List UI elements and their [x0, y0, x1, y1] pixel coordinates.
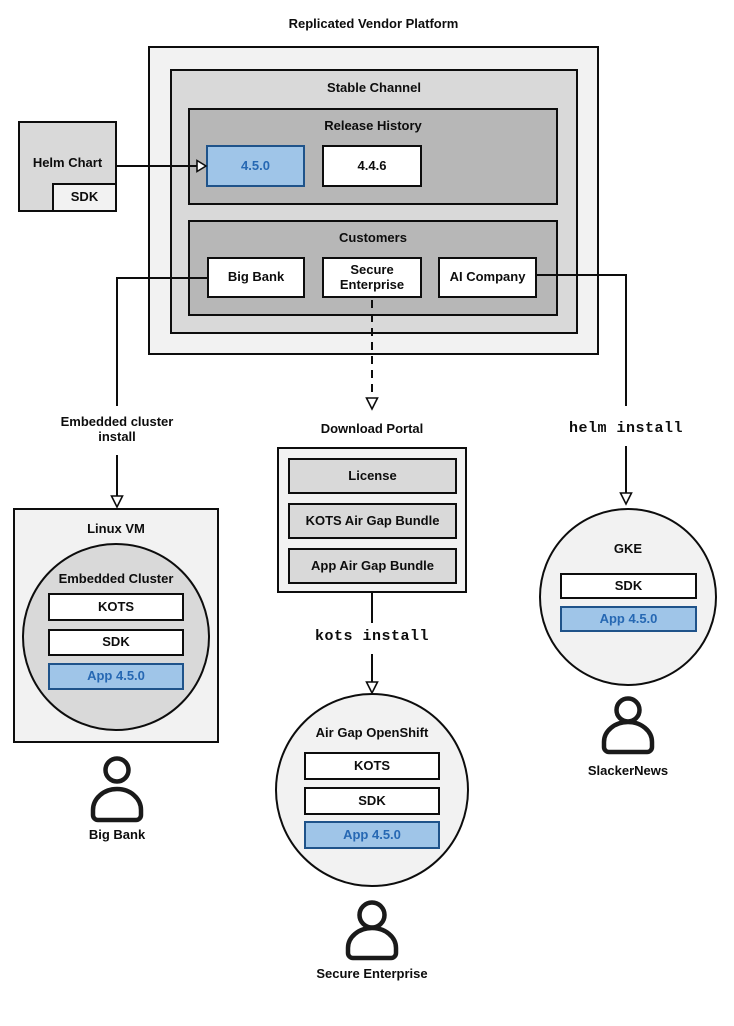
gke-title: GKE — [613, 541, 643, 556]
gke-circle: GKE SDK App 4.5.0 — [539, 508, 717, 686]
component-label: App 4.5.0 — [343, 826, 401, 842]
customer-label: Secure Enterprise — [339, 261, 405, 292]
kots-box: KOTS — [304, 752, 440, 780]
component-label: KOTS — [97, 598, 135, 614]
helm-chart-sdk-box: SDK — [52, 183, 117, 212]
component-label: SDK — [358, 792, 386, 808]
embedded-cluster-install-label: Embedded cluster install — [60, 414, 174, 445]
portal-item-label: License — [348, 467, 397, 483]
sdk-box: SDK — [304, 787, 440, 815]
embedded-cluster-title: Embedded Cluster — [58, 571, 174, 586]
embedded-cluster-circle: Embedded Cluster KOTS SDK App 4.5.0 — [22, 543, 210, 731]
download-portal-title: Download Portal — [320, 421, 424, 436]
customers-title: Customers — [339, 230, 407, 245]
release-history-title: Release History — [324, 118, 422, 133]
kots-airgap-bundle-box: KOTS Air Gap Bundle — [288, 503, 457, 539]
release-version-label: 4.5.0 — [241, 157, 270, 173]
stable-channel-title: Stable Channel — [327, 80, 421, 95]
big-bank-persona-label: Big Bank — [88, 827, 146, 842]
airgap-openshift-circle: Air Gap OpenShift KOTS SDK App 4.5.0 — [275, 693, 469, 887]
component-label: KOTS — [353, 757, 391, 773]
customer-secure-enterprise: Secure Enterprise — [322, 257, 422, 298]
release-version-label: 4.4.6 — [357, 157, 387, 173]
customer-label: AI Company — [449, 269, 526, 285]
release-4-4-6: 4.4.6 — [322, 145, 422, 187]
app-version-box: App 4.5.0 — [560, 606, 697, 632]
customer-big-bank: Big Bank — [207, 257, 305, 298]
app-version-box: App 4.5.0 — [48, 663, 184, 690]
license-box: License — [288, 458, 457, 494]
portal-item-label: KOTS Air Gap Bundle — [305, 512, 440, 528]
component-label: App 4.5.0 — [599, 610, 658, 626]
helm-install-command: helm install — [568, 420, 684, 437]
secure-enterprise-persona-label: Secure Enterprise — [316, 966, 428, 981]
app-version-box: App 4.5.0 — [304, 821, 440, 849]
download-portal-box: License KOTS Air Gap Bundle App Air Gap … — [277, 447, 467, 593]
sdk-box: SDK — [48, 629, 184, 656]
component-label: App 4.5.0 — [87, 668, 145, 684]
component-label: SDK — [102, 634, 130, 650]
slackernews-persona-label: SlackerNews — [587, 763, 669, 778]
slackernews-user-icon — [601, 696, 655, 755]
component-label: SDK — [614, 577, 643, 593]
airgap-openshift-title: Air Gap OpenShift — [315, 725, 429, 740]
app-airgap-bundle-box: App Air Gap Bundle — [288, 548, 457, 584]
helm-chart-label: Helm Chart — [32, 155, 103, 171]
kots-install-command: kots install — [314, 628, 430, 645]
portal-item-label: App Air Gap Bundle — [310, 557, 435, 573]
big-bank-user-icon — [90, 756, 144, 823]
kots-box: KOTS — [48, 593, 184, 621]
customer-label: Big Bank — [227, 269, 285, 285]
secure-enterprise-user-icon — [345, 900, 399, 961]
sdk-label: SDK — [70, 189, 99, 205]
customer-ai-company: AI Company — [438, 257, 537, 298]
release-4-5-0: 4.5.0 — [206, 145, 305, 187]
sdk-box: SDK — [560, 573, 697, 599]
diagram-title: Replicated Vendor Platform — [288, 16, 459, 31]
linux-vm-title: Linux VM — [87, 521, 145, 536]
